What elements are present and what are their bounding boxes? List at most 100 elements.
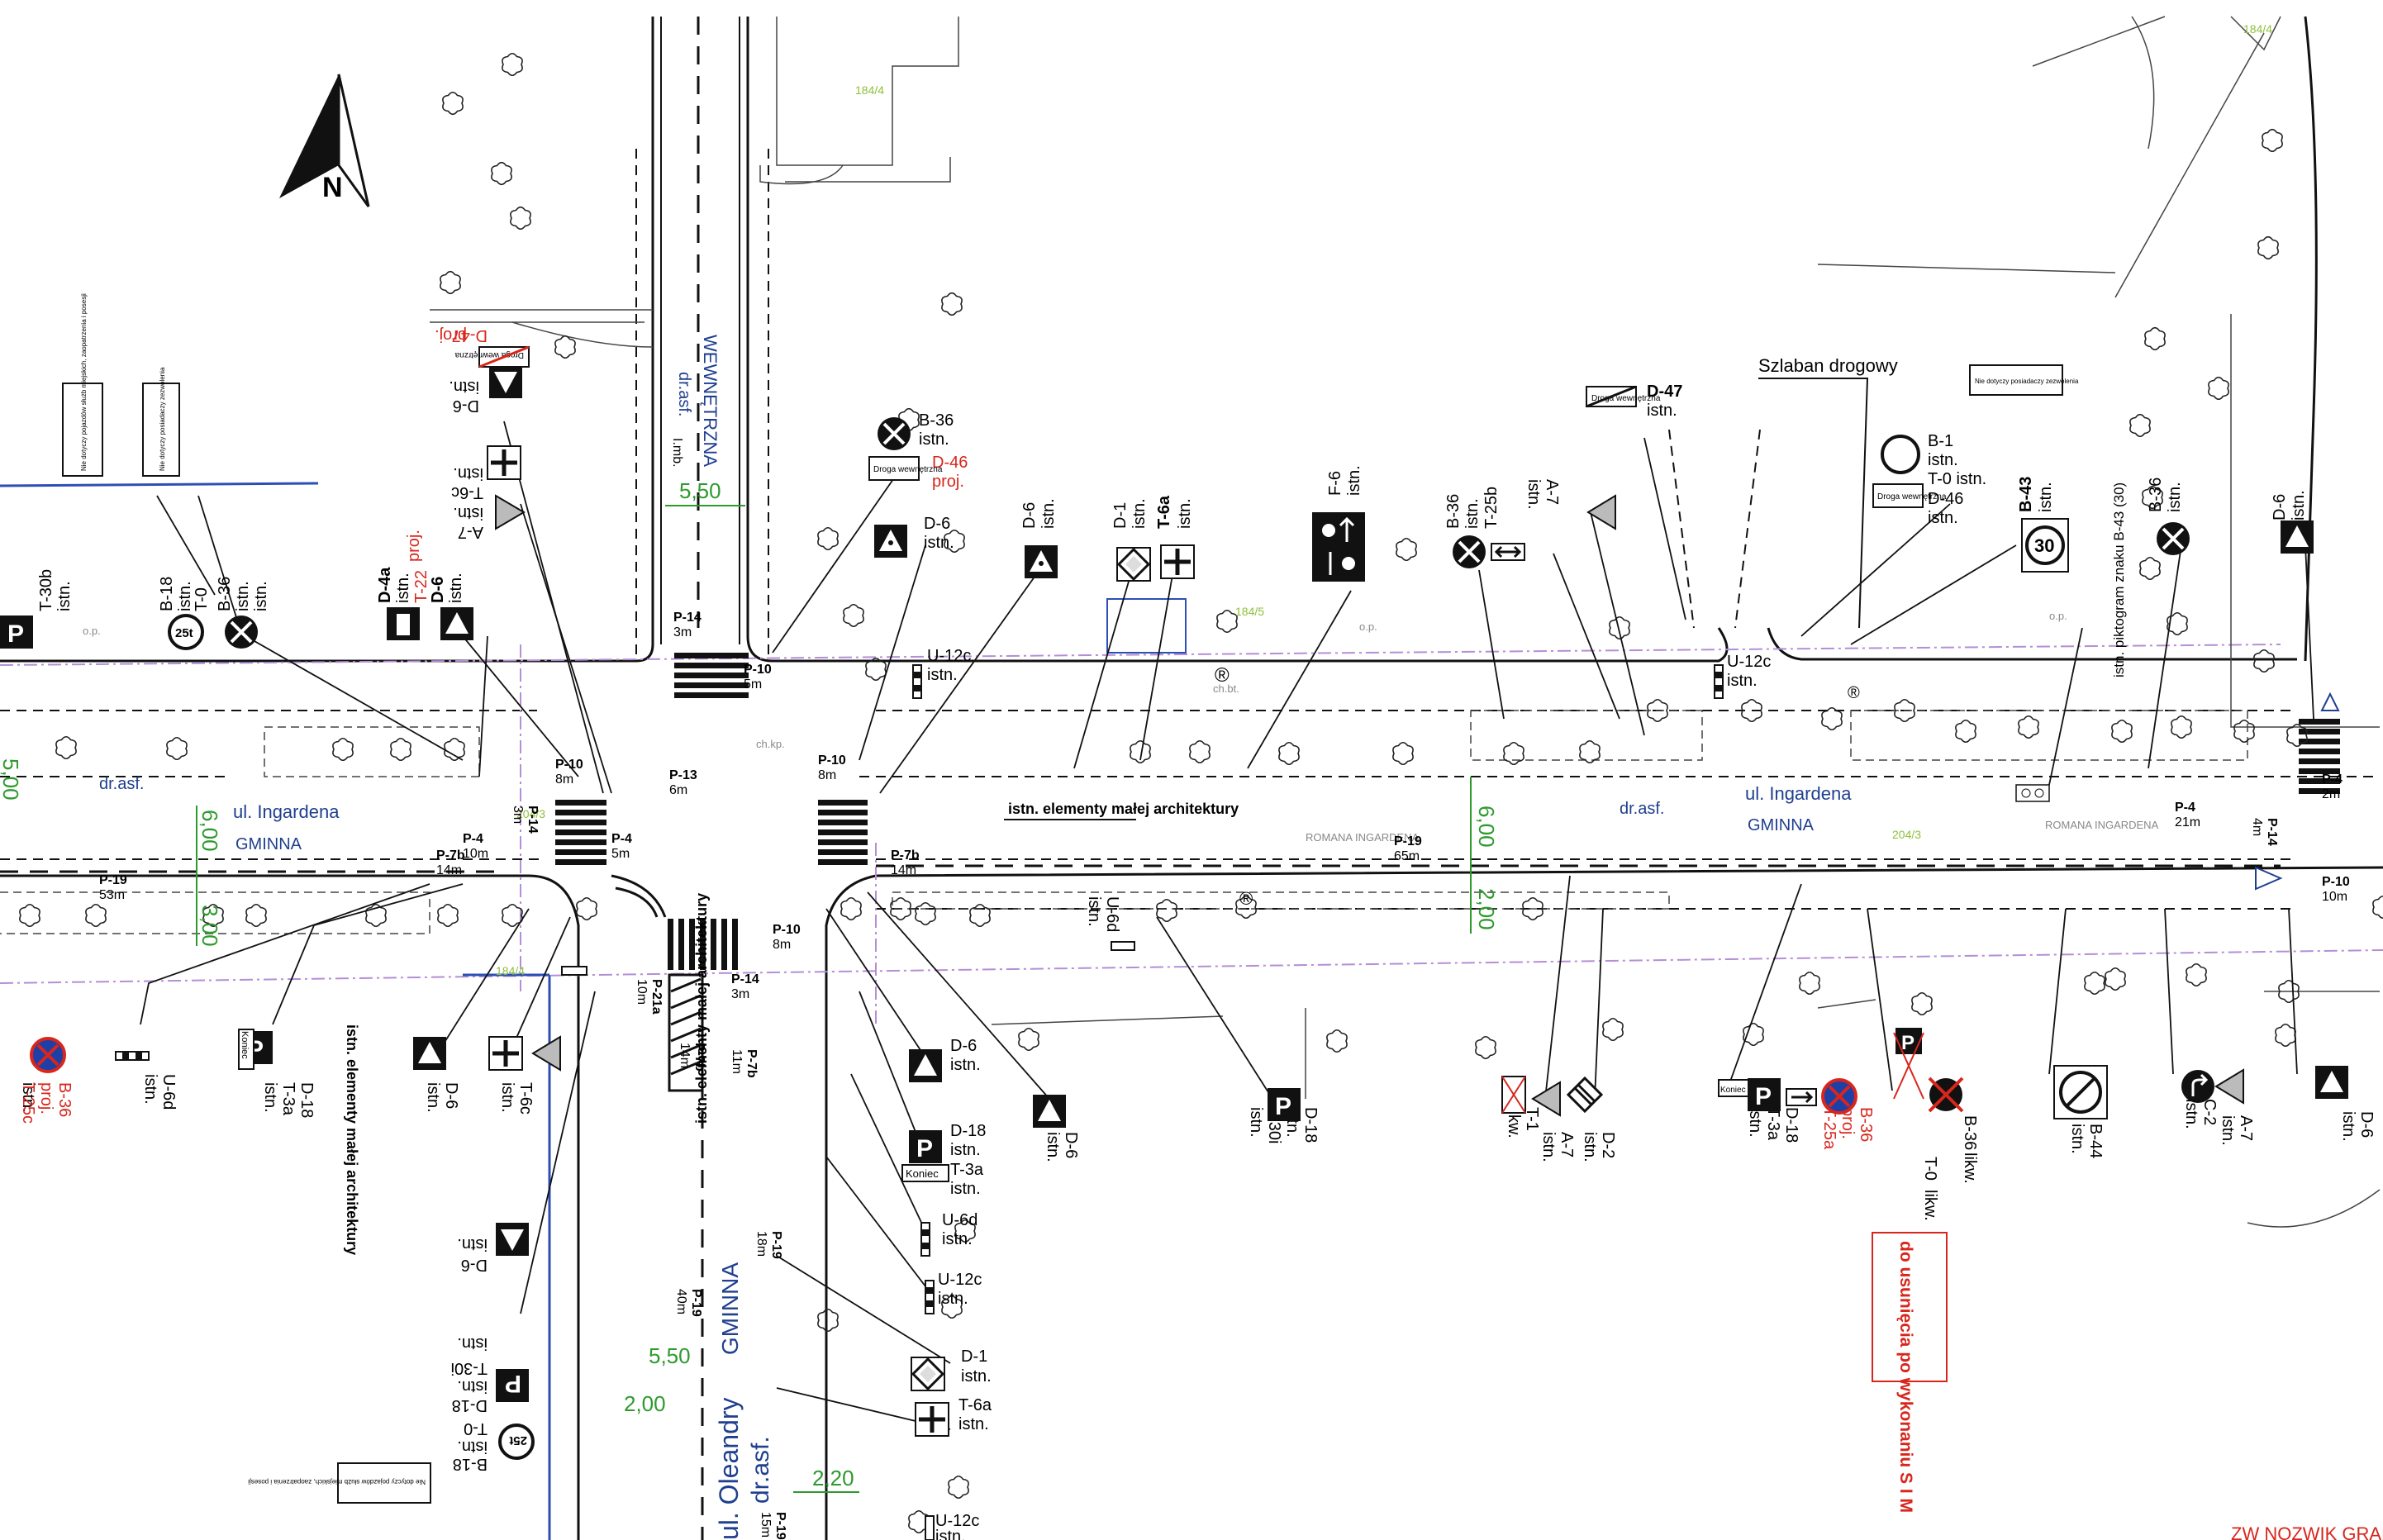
sign-extra: T-3a xyxy=(279,1082,297,1116)
tree-icon xyxy=(491,161,512,186)
internal-road-end-icon: Droga wewnętrzna xyxy=(454,345,530,368)
tree-icon xyxy=(2233,719,2255,744)
sign-status: istn. xyxy=(19,1082,37,1113)
no-stopping-icon xyxy=(1821,1078,1857,1115)
sign-status: istn. xyxy=(1039,498,1058,529)
tree-icon xyxy=(2129,413,2151,438)
sign-code: C-2 xyxy=(2200,1099,2219,1125)
tree-icon xyxy=(941,292,963,316)
tree-icon xyxy=(19,903,40,928)
blue-utility-lines xyxy=(0,482,1187,1540)
sign-code: B-43 xyxy=(2017,477,2035,512)
surface-label-west: dr.asf. xyxy=(99,775,144,793)
sign-status: istn. xyxy=(2182,1099,2200,1129)
tree-icon xyxy=(55,735,77,760)
tree-icon xyxy=(510,206,531,231)
sign-code: D-6 xyxy=(2357,1111,2376,1138)
tree-icon xyxy=(1018,1027,1039,1052)
svg-text:Nie dotyczy posiadaczy zezwole: Nie dotyczy posiadaczy zezwolenia xyxy=(159,367,166,471)
dimension-label: 2,20 xyxy=(812,1466,854,1490)
sign-code: B-1 xyxy=(1928,432,1953,450)
crosswalk-east xyxy=(818,800,868,865)
road-marking-label: P-143m xyxy=(511,806,540,834)
tree-icon xyxy=(2208,376,2229,401)
parcel-label: 184/4 xyxy=(496,964,525,977)
sign-status: istn. xyxy=(1727,672,1758,690)
sign-status: istn. xyxy=(457,1334,488,1352)
sign-code: D-47 xyxy=(1647,383,1682,401)
bicycle-icon xyxy=(2015,784,2050,802)
road-marking-label: P-21a10m xyxy=(635,979,664,1015)
tree-icon xyxy=(1602,1017,1624,1042)
sign-code: D-4a xyxy=(376,567,394,603)
internal-road-plate-icon: Droga wewnętrzna xyxy=(868,456,943,481)
sign-code: D-6 xyxy=(950,1037,977,1055)
tree-icon xyxy=(1216,609,1238,634)
tree-icon xyxy=(2171,715,2192,739)
sign-code: D-6 xyxy=(1020,502,1039,529)
sign-extra: T-25b xyxy=(1482,487,1501,529)
sign-status: istn. xyxy=(1539,1132,1558,1162)
tree-icon xyxy=(202,903,224,928)
no-stopping-icon xyxy=(30,1037,66,1073)
tree-icon xyxy=(1130,739,1151,764)
road-marking-label: P-1918m xyxy=(754,1231,783,1259)
sign-code: T-0 xyxy=(193,587,211,611)
sign-code: F-6 xyxy=(1326,471,1344,496)
no-stopping-icon xyxy=(878,417,911,450)
romana-ingardena-label-1: ROMANA INGARDENA xyxy=(1306,831,1420,844)
tree-icon xyxy=(1579,739,1601,764)
elements-label-1: istn. elementy małej architektury xyxy=(1008,801,1239,817)
road-labels: dr.asf. ul. Ingardena GMINNA dr.asf. ul.… xyxy=(99,335,2159,1540)
sign-status: istn. xyxy=(457,1438,488,1456)
sign-code: B-18 xyxy=(158,577,176,611)
turn-right-icon xyxy=(2181,1070,2214,1103)
svg-text:Droga wewnętrzna: Droga wewnętrzna xyxy=(1591,394,1661,403)
tree-icon xyxy=(2105,967,2126,991)
street-name-east: ul. Ingardena xyxy=(1745,783,1852,804)
corner-red-text: ZW NOZWIK GRAFICZNY xyxy=(2231,1523,2383,1540)
tree-icon xyxy=(840,896,862,921)
tree-icon xyxy=(332,737,354,762)
sign-code: B-36 xyxy=(1857,1107,1875,1142)
tree-icon xyxy=(1894,698,1915,723)
road-marking-label: P-7b11m xyxy=(730,1049,759,1078)
sign-code: A-7 xyxy=(1558,1132,1576,1157)
priority-road-icon xyxy=(911,1357,945,1391)
tree-icon xyxy=(440,270,461,295)
sign-code: T-0 xyxy=(1921,1157,1939,1181)
sign-code: T-30i xyxy=(451,1359,488,1377)
exemption-plate-icon: Nie dotyczy pojazdów służb miejskich, za… xyxy=(248,1462,431,1504)
sign-status: istn. xyxy=(424,1082,442,1113)
tree-icon xyxy=(948,1475,969,1500)
double-arrow-plate-icon xyxy=(1491,543,1525,561)
sign-status: istn. xyxy=(176,581,194,611)
tree-icon xyxy=(954,1219,976,1243)
parcel-labels: 184/4 184/5 204/3 204/3 184/4 184/4 xyxy=(496,22,2272,977)
crossed-parking-icon xyxy=(1893,1032,1924,1100)
north-label: N xyxy=(322,172,343,203)
svg-text:P: P xyxy=(1901,1032,1914,1054)
sign-status: istn. xyxy=(55,581,74,611)
dimension-label: 5,50 xyxy=(649,1343,691,1368)
street-name-oleandry: ul. Oleandry xyxy=(714,1397,744,1540)
sign-code: D-46 xyxy=(932,454,968,472)
tree-icon xyxy=(1609,616,1630,640)
weight-limit-icon: 25t xyxy=(168,614,204,650)
tree-icon xyxy=(437,903,459,928)
sign-code: D-6 xyxy=(461,1256,488,1274)
narrow-road-priority-icon xyxy=(1312,512,1365,582)
tree-icon xyxy=(2186,962,2207,987)
dead-end-icon xyxy=(387,607,420,640)
parcel-label: 184/4 xyxy=(2243,22,2272,36)
sign-code: T-30b xyxy=(37,569,55,611)
ch-kp-label: ch.kp. xyxy=(756,738,785,750)
tree-icon xyxy=(2257,235,2279,260)
tree-icon xyxy=(1396,537,1417,562)
svg-text:Droga wewnętrzna: Droga wewnętrzna xyxy=(873,465,943,474)
tree-icon xyxy=(1955,719,1976,744)
